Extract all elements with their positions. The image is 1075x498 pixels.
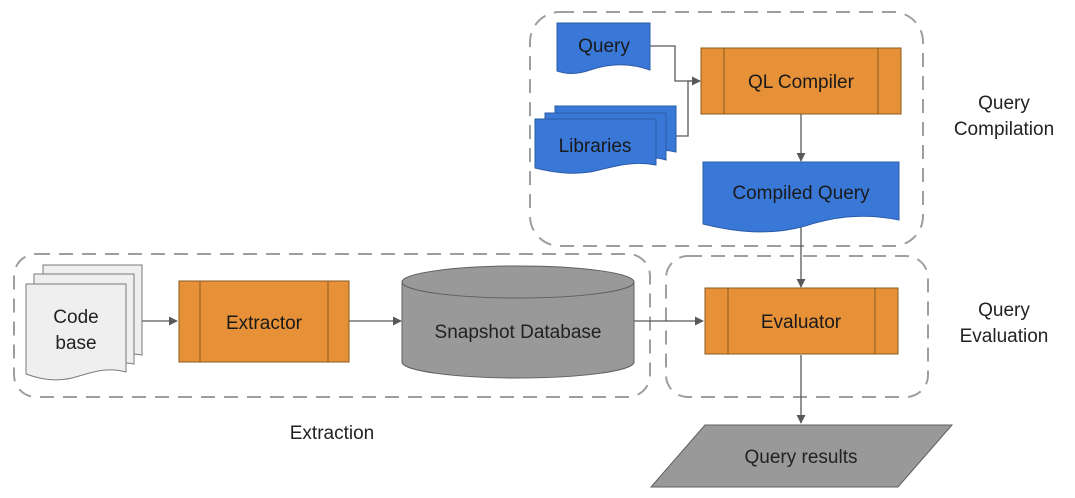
compilation-group-box: [529, 11, 924, 247]
codebase-doc-front: [25, 283, 127, 381]
ql-compiler-box: [700, 47, 902, 115]
ql-compiler-label: QL Compiler: [748, 72, 855, 93]
extraction-group-box: [13, 253, 651, 398]
snapshot-database-label: Snapshot Database: [435, 322, 602, 343]
query-results-label: Query results: [745, 447, 858, 468]
codebase-label-line2: base: [55, 333, 96, 354]
libraries-doc-front: [534, 118, 657, 174]
extraction-group-label: Extraction: [290, 423, 374, 444]
query-label: Query: [578, 36, 630, 57]
extractor-box: [178, 280, 350, 363]
evaluator-box: [704, 287, 899, 355]
extractor-label: Extractor: [226, 313, 303, 334]
libraries-to-compiler-arrow: [676, 80, 700, 137]
compilation-group-label-line1: Query: [978, 93, 1030, 114]
query-to-compiler-arrow: [650, 45, 701, 86]
compiled-query-label: Compiled Query: [732, 183, 870, 204]
compilation-group-label-line2: Compilation: [954, 119, 1054, 140]
evaluator-label: Evaluator: [761, 312, 842, 333]
libraries-label: Libraries: [559, 136, 632, 157]
evaluation-group-label-line2: Evaluation: [960, 326, 1049, 347]
snapshot-database-cylinder: [401, 265, 635, 379]
evaluation-group-box: [665, 255, 929, 398]
compiled-query-document-shape: [702, 161, 900, 233]
evaluation-group-label-line1: Query: [978, 300, 1030, 321]
codebase-label-line1: Code: [53, 307, 98, 328]
query-results-parallelogram: [649, 424, 954, 488]
query-document-shape: [556, 22, 651, 74]
